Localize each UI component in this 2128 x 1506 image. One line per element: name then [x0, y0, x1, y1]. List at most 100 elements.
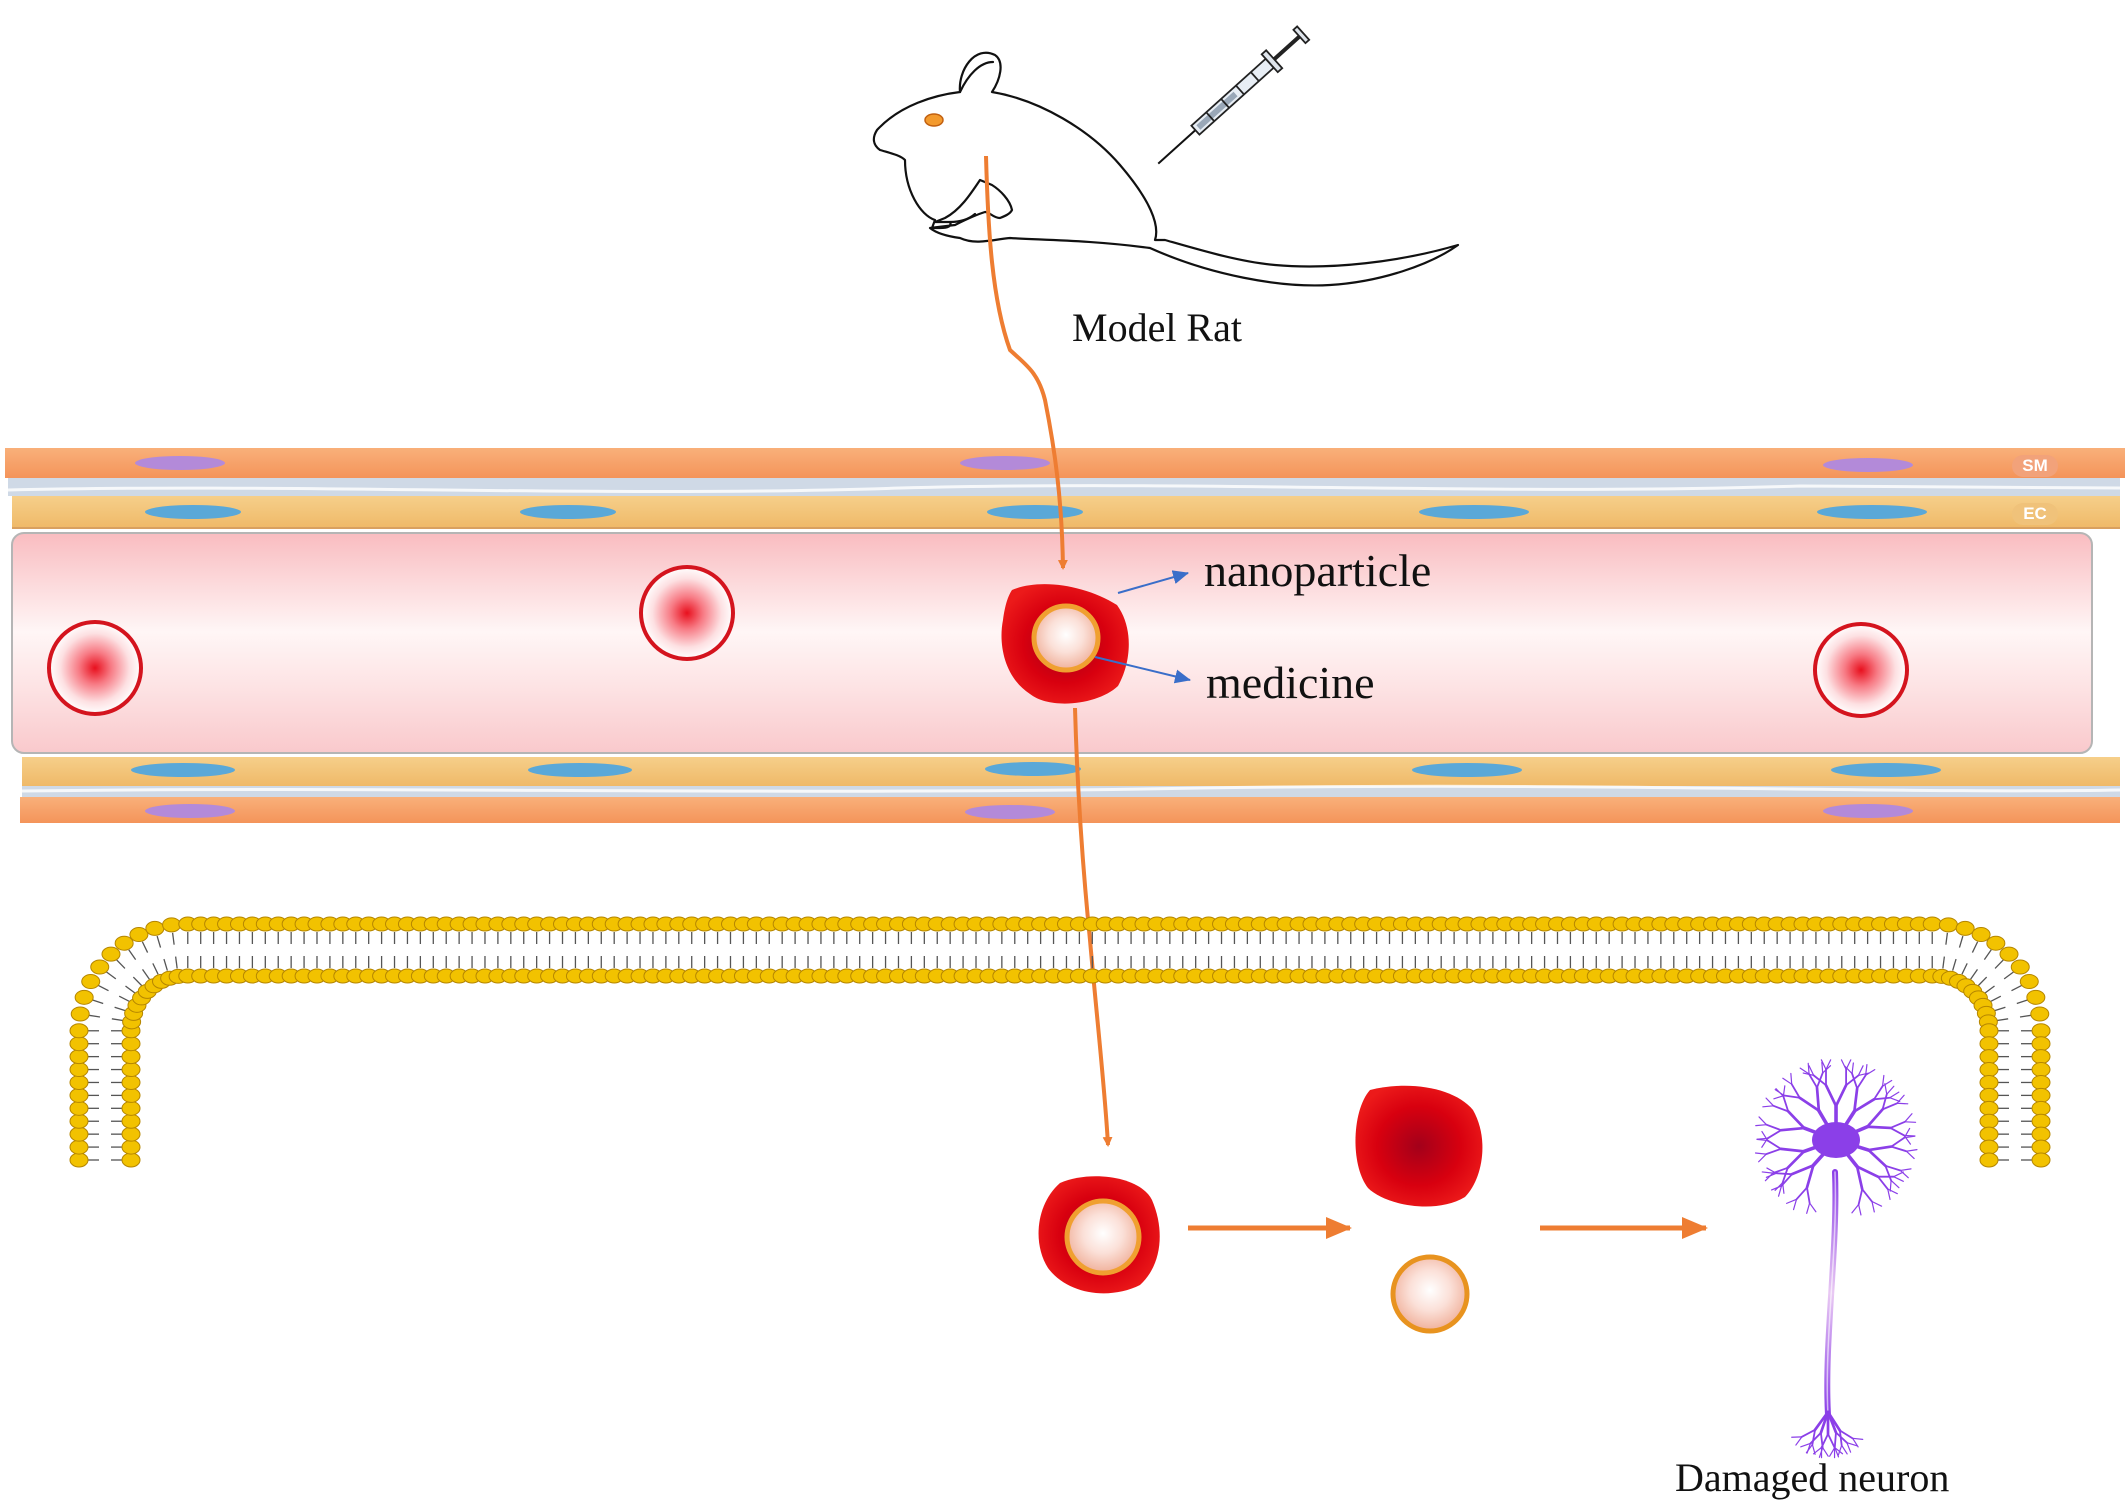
ec-nucleus	[1419, 505, 1529, 519]
medicine-core	[1067, 1201, 1139, 1273]
lipid-tail	[133, 977, 141, 986]
lipid-head	[1987, 936, 2005, 950]
sm-nucleus	[960, 456, 1050, 470]
lipid-head	[122, 1114, 140, 1128]
dendrite	[1868, 1150, 1885, 1166]
lipid-head	[2031, 1007, 2049, 1021]
lipid-head	[70, 1075, 88, 1089]
dendrite	[1890, 1092, 1899, 1098]
dendrite	[1776, 1089, 1783, 1097]
lipid-head	[122, 1037, 140, 1051]
dendrite	[1835, 1433, 1836, 1448]
lipid-head	[1980, 1024, 1998, 1038]
lipid-tail	[2011, 985, 2022, 990]
dendrite	[1822, 1062, 1823, 1073]
lipid-head	[70, 1088, 88, 1102]
rat-eye	[925, 114, 943, 126]
lipid-head	[75, 990, 93, 1004]
lipid-tail	[164, 959, 167, 971]
ec-nucleus	[520, 505, 616, 519]
dendrite	[1894, 1172, 1904, 1177]
lipid-head	[1980, 1088, 1998, 1102]
lipid-tail	[1971, 969, 1978, 979]
dendrite	[1854, 1088, 1857, 1111]
lipid-tail	[1972, 942, 1977, 953]
lipid-head	[70, 1063, 88, 1077]
lipid-head	[2032, 1024, 2050, 1038]
dendrite	[1796, 1437, 1802, 1445]
dendrite	[1812, 1445, 1815, 1455]
rat-outline	[874, 53, 1458, 286]
dendrite	[1784, 1096, 1800, 1098]
lipid-tail	[176, 957, 178, 969]
dendrite	[1867, 1109, 1882, 1126]
ec-nucleus	[987, 505, 1083, 519]
lipid-head	[2032, 1063, 2050, 1077]
lipid-head	[1972, 928, 1990, 942]
dendrite	[1900, 1170, 1908, 1177]
lipid-head	[70, 1050, 88, 1064]
red-blood-cell	[49, 622, 141, 714]
dendrite	[1883, 1075, 1884, 1086]
lipid-tail	[129, 950, 136, 960]
lipid-head	[1980, 1114, 1998, 1128]
dendrite	[1885, 1084, 1887, 1095]
dendrite	[1836, 1085, 1846, 1106]
lipid-head	[82, 975, 100, 989]
lipid-head	[1956, 921, 1974, 935]
dendrite	[1766, 1125, 1781, 1131]
dendrite	[1763, 1106, 1774, 1107]
lipid-head	[2032, 1088, 2050, 1102]
sm-nucleus	[135, 456, 225, 470]
red-blood-cell	[641, 567, 733, 659]
dendrite	[1840, 1431, 1842, 1446]
ec-nucleus	[528, 763, 632, 777]
dendrite	[1766, 1098, 1773, 1106]
dendrite	[1874, 1098, 1890, 1100]
dendrite	[1894, 1177, 1904, 1182]
dendrite	[1776, 1173, 1792, 1174]
lipid-head	[1980, 1063, 1998, 1077]
dendrite	[1828, 1434, 1835, 1447]
dendrite	[1868, 1147, 1891, 1150]
dendrite	[1857, 1075, 1865, 1088]
lipid-head	[163, 918, 181, 932]
lipid-head	[71, 1007, 89, 1021]
dendrite	[1854, 1099, 1874, 1111]
lipid-tail	[112, 1019, 124, 1021]
dendrite	[1808, 1063, 1809, 1074]
lipid-head	[70, 1153, 88, 1167]
dendrite	[1887, 1086, 1894, 1094]
lipid-tail	[1995, 960, 2003, 969]
endothelial-cell-tag: EC	[2012, 503, 2058, 525]
dendrite	[1756, 1153, 1767, 1154]
dendrite	[1900, 1169, 1911, 1171]
lipid-head	[2032, 1140, 2050, 1154]
lipid-head	[102, 947, 120, 961]
model-rat-label: Model Rat	[1072, 308, 1242, 348]
dendrite	[1817, 1088, 1819, 1111]
lipid-bilayer	[70, 917, 2050, 1167]
lipid-tail	[1959, 936, 1962, 948]
dendrite	[1810, 1203, 1816, 1212]
lipid-head	[1980, 1101, 1998, 1115]
lipid-head	[122, 1101, 140, 1115]
lipid-head	[2020, 975, 2038, 989]
lipid-tail	[1978, 977, 1986, 986]
dendrite	[1891, 1138, 1904, 1147]
lipid-head	[1980, 1037, 1998, 1051]
dendrite	[1897, 1095, 1904, 1103]
lipid-head	[122, 1088, 140, 1102]
lipid-tail	[2020, 1015, 2032, 1017]
lipid-head	[130, 928, 148, 942]
lipid-head	[1980, 1075, 1998, 1089]
ec-nucleus	[131, 763, 235, 777]
dendrite	[1768, 1130, 1781, 1138]
red-blood-cell	[1815, 624, 1907, 716]
lipid-tail	[1994, 1007, 2005, 1011]
lipid-tail	[117, 960, 125, 969]
lipid-head	[2000, 947, 2018, 961]
dendrite	[1890, 1180, 1891, 1191]
dendrite	[1890, 1128, 1904, 1136]
